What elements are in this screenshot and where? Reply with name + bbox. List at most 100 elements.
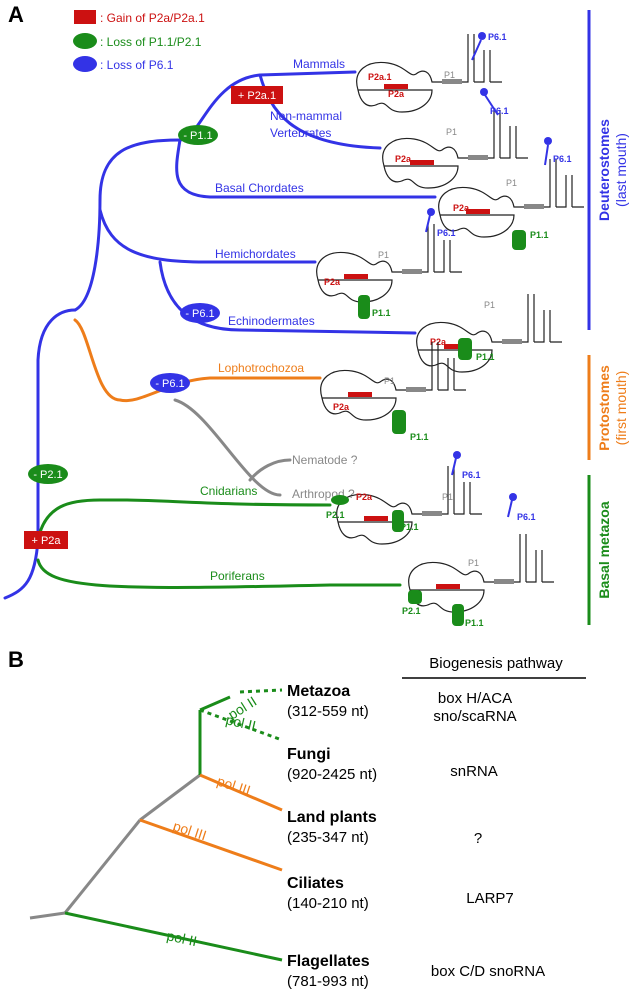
- pathway-ciliates: LARP7: [466, 890, 514, 907]
- size-flagellates: (781-993 nt): [287, 973, 369, 990]
- legend-loss-p61-text: : Loss of P6.1: [100, 58, 174, 72]
- label-p61-mammals: P6.1: [488, 32, 507, 42]
- taxon-mammals: Mammals: [293, 57, 345, 71]
- label-p11-cnidarians: P1.1: [400, 522, 419, 532]
- taxon-ciliates: Ciliates: [287, 875, 344, 892]
- label-p11-basal-chordates: P1.1: [530, 230, 549, 240]
- legend-gain-text: : Gain of P2a/P2a.1: [100, 11, 205, 25]
- pathway-flagellates: box C/D snoRNA: [431, 963, 545, 980]
- label-p1-hemichordates: P1: [378, 250, 389, 260]
- group-deuterostomes: Deuterostomes: [596, 119, 612, 221]
- size-metazoa: (312-559 nt): [287, 703, 369, 720]
- taxon-fungi: Fungi: [287, 746, 331, 763]
- taxon-echinodermates: Echinodermates: [228, 314, 315, 328]
- taxon-hemichordates: Hemichordates: [215, 247, 296, 261]
- branch-chordate-stem: [73, 138, 182, 312]
- pathway-fungi: snRNA: [450, 763, 498, 780]
- branch-basal-chordates: [175, 138, 437, 199]
- panel-b-label: B: [8, 647, 24, 672]
- label-p21-poriferans: P2.1: [402, 606, 421, 616]
- taxon-nematode: Nematode ?: [292, 453, 358, 467]
- event-loss-p61-echino-marker: [180, 303, 220, 323]
- label-p11-lophotrochozoa: P1.1: [410, 432, 429, 442]
- branch-nematode: [248, 458, 292, 482]
- label-p61-basal-chordates: P6.1: [553, 154, 572, 164]
- pol-label-land-plants: pol III: [215, 773, 253, 799]
- label-p1-basal-chordates: P1: [506, 178, 517, 188]
- taxon-cnidarians: Cnidarians: [200, 484, 257, 498]
- pathway-header: Biogenesis pathway: [429, 655, 563, 672]
- legend-gain-swatch: [74, 10, 96, 24]
- pol-label-flagellates: pol II: [165, 927, 198, 949]
- branch-cnidarians: [36, 498, 332, 542]
- label-p1-cnidarians: P1: [442, 492, 453, 502]
- event-loss-p21-marker: [28, 464, 68, 484]
- label-p61-poriferans: P6.1: [517, 512, 536, 522]
- group-protostomes-sub: (first mouth): [613, 371, 629, 446]
- legend-loss-p61-swatch: [73, 56, 97, 72]
- size-land-plants: (235-347 nt): [287, 829, 369, 846]
- rna-structure-cnidarians: P1 P2a P2.1 P1.1 P6.1: [326, 451, 483, 545]
- branch-nematode-arthropod: [173, 398, 282, 497]
- label-p2a-cnidarians: P2a: [356, 492, 373, 502]
- pol-label-fungi: pol II: [224, 711, 257, 733]
- label-p1-nonmammal: P1: [446, 127, 457, 137]
- branch-root-deutero: [3, 308, 77, 600]
- event-loss-p21-label: - P2.1: [33, 469, 62, 481]
- taxon-metazoa: Metazoa: [287, 683, 350, 700]
- pathway-metazoa-1: box H/ACA: [438, 690, 512, 707]
- taxon-poriferans: Poriferans: [210, 569, 265, 583]
- size-ciliates: (140-210 nt): [287, 895, 369, 912]
- event-gain-p2a1-label: + P2a.1: [238, 90, 276, 102]
- group-basal-metazoa: Basal metazoa: [596, 501, 612, 598]
- pathway-metazoa-2: sno/scaRNA: [433, 708, 516, 725]
- rna-structure-nonmammal: P1 P2a P6.1: [382, 88, 529, 189]
- legend-loss-p11-swatch: [73, 33, 97, 49]
- rna-structure-poriferans: P1 P2.1 P1.1 P6.1: [402, 493, 555, 628]
- label-p1-echinodermates: P1: [484, 300, 495, 310]
- event-loss-p61-lopho-marker: [150, 373, 190, 393]
- event-loss-p11-marker: [178, 125, 218, 145]
- event-loss-p61-echino-label: - P6.1: [185, 308, 214, 320]
- label-p1-mammals: P1: [444, 70, 455, 80]
- label-p2a1-mammals: P2a.1: [368, 72, 392, 82]
- label-p11-hemichordates: P1.1: [372, 308, 391, 318]
- label-p1-lophotrochozoa: P1: [384, 376, 395, 386]
- taxon-lophotrochozoa: Lophotrochozoa: [218, 361, 304, 375]
- label-p61-nonmammal: P6.1: [490, 106, 509, 116]
- rna-structure-lophotrochozoa: P1 P2a P1.1: [320, 341, 467, 442]
- event-gain-p2a-marker: [24, 531, 68, 549]
- group-protostomes: Protostomes: [596, 365, 612, 451]
- pol-label-ciliates: pol III: [171, 818, 209, 844]
- group-deuterostomes-sub: (last mouth): [613, 133, 629, 207]
- rna-structure-basal-chordates: P1 P2a P1.1 P6.1: [438, 137, 585, 250]
- label-p11-echinodermates: P1.1: [476, 352, 495, 362]
- event-gain-p2a1-marker: [231, 86, 283, 104]
- event-loss-p11-label: - P1.1: [183, 130, 212, 142]
- label-p21-cnidarians: P2.1: [326, 510, 345, 520]
- label-p1-poriferans: P1: [468, 558, 479, 568]
- taxon-nonmammal-line2: Vertebrates: [270, 126, 331, 140]
- taxon-basal-chordates: Basal Chordates: [215, 181, 304, 195]
- label-p2a-basal-chordates: P2a: [453, 203, 470, 213]
- taxon-land-plants: Land plants: [287, 809, 377, 826]
- legend-loss-p11-text: : Loss of P1.1/P2.1: [100, 35, 202, 49]
- label-p2a-nonmammal: P2a: [395, 154, 412, 164]
- label-p61-cnidarians: P6.1: [462, 470, 481, 480]
- rna-structure-mammals: P1 P2a.1 P2a P6.1: [356, 32, 507, 113]
- label-p2a-lophotrochozoa: P2a: [333, 402, 350, 412]
- branch-poriferans: [36, 558, 402, 589]
- tree-panel-b: [29, 688, 283, 962]
- label-p2a-mammals: P2a: [388, 89, 405, 99]
- pathway-land-plants: ?: [474, 830, 482, 847]
- label-p61-hemichordates: P6.1: [437, 228, 456, 238]
- branch-hemichordates: [98, 208, 317, 264]
- legend: : Gain of P2a/P2a.1 : Loss of P1.1/P2.1 …: [73, 10, 205, 72]
- label-p2a-hemichordates: P2a: [324, 277, 341, 287]
- label-p11-poriferans: P1.1: [465, 618, 484, 628]
- rna-structure-hemichordates: P1 P2a P1.1 P6.1: [316, 208, 463, 319]
- size-fungi: (920-2425 nt): [287, 766, 377, 783]
- taxon-nonmammal-line1: Non-mammal: [270, 109, 342, 123]
- taxon-flagellates: Flagellates: [287, 953, 370, 970]
